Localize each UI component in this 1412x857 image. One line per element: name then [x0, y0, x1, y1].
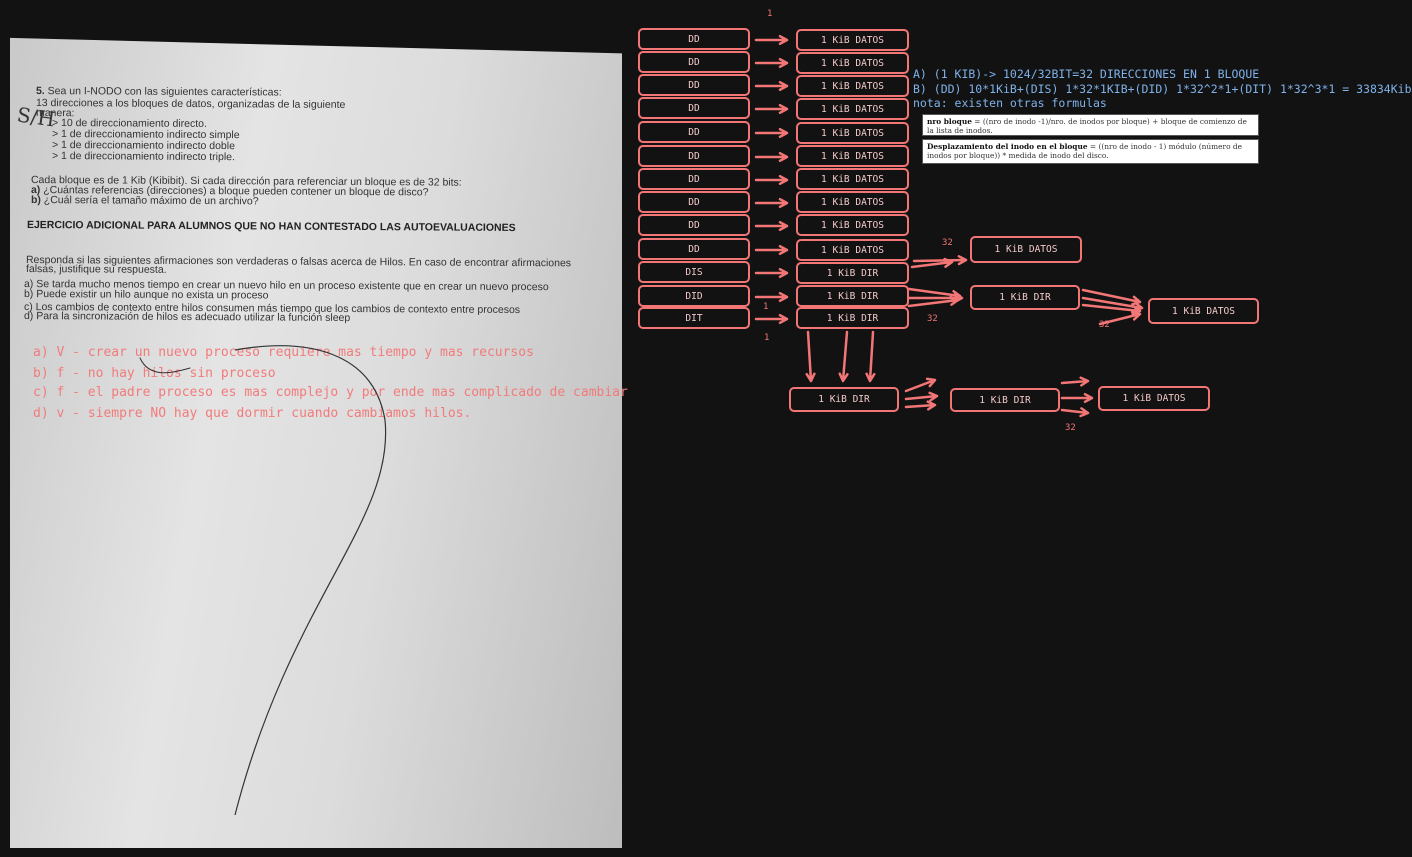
arrow-dit-5	[1060, 392, 1094, 404]
inode-entry-dd-6: DD	[638, 145, 750, 167]
exam-paper-photo	[10, 37, 622, 848]
arrow-dit-3	[904, 400, 937, 411]
first-level-block-5: 1 KiB DATOS	[796, 122, 909, 144]
first-level-block-6: 1 KiB DATOS	[796, 145, 909, 167]
diagram-arrows-layer	[139, 34, 1144, 816]
formula-inode-offset-text: = ((nro de inodo - 1) módulo (número de …	[927, 142, 1242, 160]
pencil-mark	[139, 357, 191, 374]
top-count-label: 1	[767, 9, 773, 19]
answer-c: c) f - el padre proceso es mas complejo …	[33, 385, 628, 400]
arrow-entry-12	[754, 291, 789, 303]
dit-dir-block-2: 1 KiB DIR	[950, 388, 1060, 412]
first-level-block-9: 1 KiB DATOS	[796, 214, 909, 236]
did-count-label-b: 32	[1099, 320, 1110, 330]
arrow-entry-13	[754, 313, 789, 325]
arrow-dit-6	[1060, 407, 1090, 418]
inode-entry-dis-11: DIS	[638, 261, 750, 283]
arrow-entry-1	[754, 34, 789, 46]
arrow-dit-1	[904, 377, 937, 393]
arrow-entry-6	[754, 151, 789, 163]
arrow-dit-4	[1060, 376, 1090, 387]
arrow-entry-10	[754, 244, 789, 256]
answer-d: d) v - siempre NO hay que dormir cuando …	[33, 406, 472, 421]
inode-entry-dd-3: DD	[638, 74, 750, 96]
first-level-block-2: 1 KiB DATOS	[796, 52, 909, 74]
note-b: B) (DD) 10*1KiB+(DIS) 1*32*1KIB+(DID) 1*…	[913, 82, 1412, 96]
answer-a: a) V - crear un nuevo proceso requiere m…	[33, 345, 534, 360]
arrow-entry-8	[754, 197, 789, 209]
arrow-did-7	[1098, 310, 1142, 326]
formula-inode-offset: Desplazamiento del inodo en el bloque = …	[922, 139, 1259, 164]
inode-entry-dd-4: DD	[638, 97, 750, 119]
first-level-block-11: 1 KiB DIR	[796, 262, 909, 284]
inode-entry-did-12: DID	[638, 285, 750, 307]
arrow-entry-9	[754, 220, 789, 232]
arrow-did-3	[907, 295, 960, 308]
dit-count-label: 32	[1065, 423, 1076, 433]
first-level-block-1: 1 KiB DATOS	[796, 29, 909, 51]
inode-entry-dd-1: DD	[638, 28, 750, 50]
note-c: nota: existen otras formulas	[913, 96, 1107, 110]
side-count-label: 1	[763, 302, 769, 312]
arrow-dit-down-3	[865, 330, 876, 383]
dis-count-label: 32	[942, 238, 953, 248]
arrow-entry-11	[754, 267, 789, 279]
arrow-dit-2	[904, 391, 939, 402]
bottom-count-label: 1	[764, 333, 770, 343]
inode-entry-dd-8: DD	[638, 191, 750, 213]
formula-inode-offset-title: Desplazamiento del inodo en el bloque	[927, 142, 1088, 151]
arrow-entry-2	[754, 57, 789, 69]
arrow-entry-7	[754, 174, 789, 186]
did-dir-block: 1 KiB DIR	[970, 285, 1080, 310]
inode-entry-dd-10: DD	[638, 238, 750, 260]
did-data-block: 1 KiB DATOS	[1148, 298, 1259, 324]
first-level-block-3: 1 KiB DATOS	[796, 75, 909, 97]
first-level-block-4: 1 KiB DATOS	[796, 98, 909, 120]
dis-data-block: 1 KiB DATOS	[970, 236, 1082, 263]
arrow-entry-4	[754, 103, 789, 115]
arrow-entry-3	[754, 80, 789, 92]
first-level-block-8: 1 KiB DATOS	[796, 191, 909, 213]
canvas: 5. Sea un I-NODO con las siguientes cara…	[10, 9, 1412, 848]
answer-b: b) f - no hay hilos sin proceso	[33, 366, 276, 381]
arrow-dit-down-1	[805, 330, 816, 383]
did-count-label-a: 32	[927, 314, 938, 324]
arrow-dis-2	[912, 255, 968, 266]
inode-entry-dd-5: DD	[638, 121, 750, 143]
dit-data-block: 1 KiB DATOS	[1098, 386, 1210, 411]
formula-block-number-text: = ((nro de inodo -1)/nro. de inodos por …	[927, 117, 1247, 135]
inode-entry-dd-2: DD	[638, 51, 750, 73]
formula-block-number: nro bloque = ((nro de inodo -1)/nro. de …	[922, 114, 1259, 136]
inode-entry-dd-9: DD	[638, 214, 750, 236]
arrow-entry-5	[754, 127, 789, 139]
connector-arrows	[139, 34, 1144, 418]
inode-entry-dit-13: DIT	[638, 307, 750, 329]
note-a: A) (1 KIB)-> 1024/32BIT=32 DIRECCIONES E…	[913, 67, 1260, 81]
first-level-block-13: 1 KiB DIR	[796, 307, 909, 329]
inode-entry-dd-7: DD	[638, 168, 750, 190]
dit-dir-block-1: 1 KiB DIR	[789, 387, 899, 412]
first-level-block-7: 1 KiB DATOS	[796, 168, 909, 190]
first-level-block-10: 1 KiB DATOS	[796, 239, 909, 261]
first-level-block-12: 1 KiB DIR	[796, 285, 909, 307]
formula-block-number-title: nro bloque	[927, 117, 972, 126]
pencil-curve	[234, 345, 387, 816]
arrow-dit-down-2	[838, 330, 849, 383]
